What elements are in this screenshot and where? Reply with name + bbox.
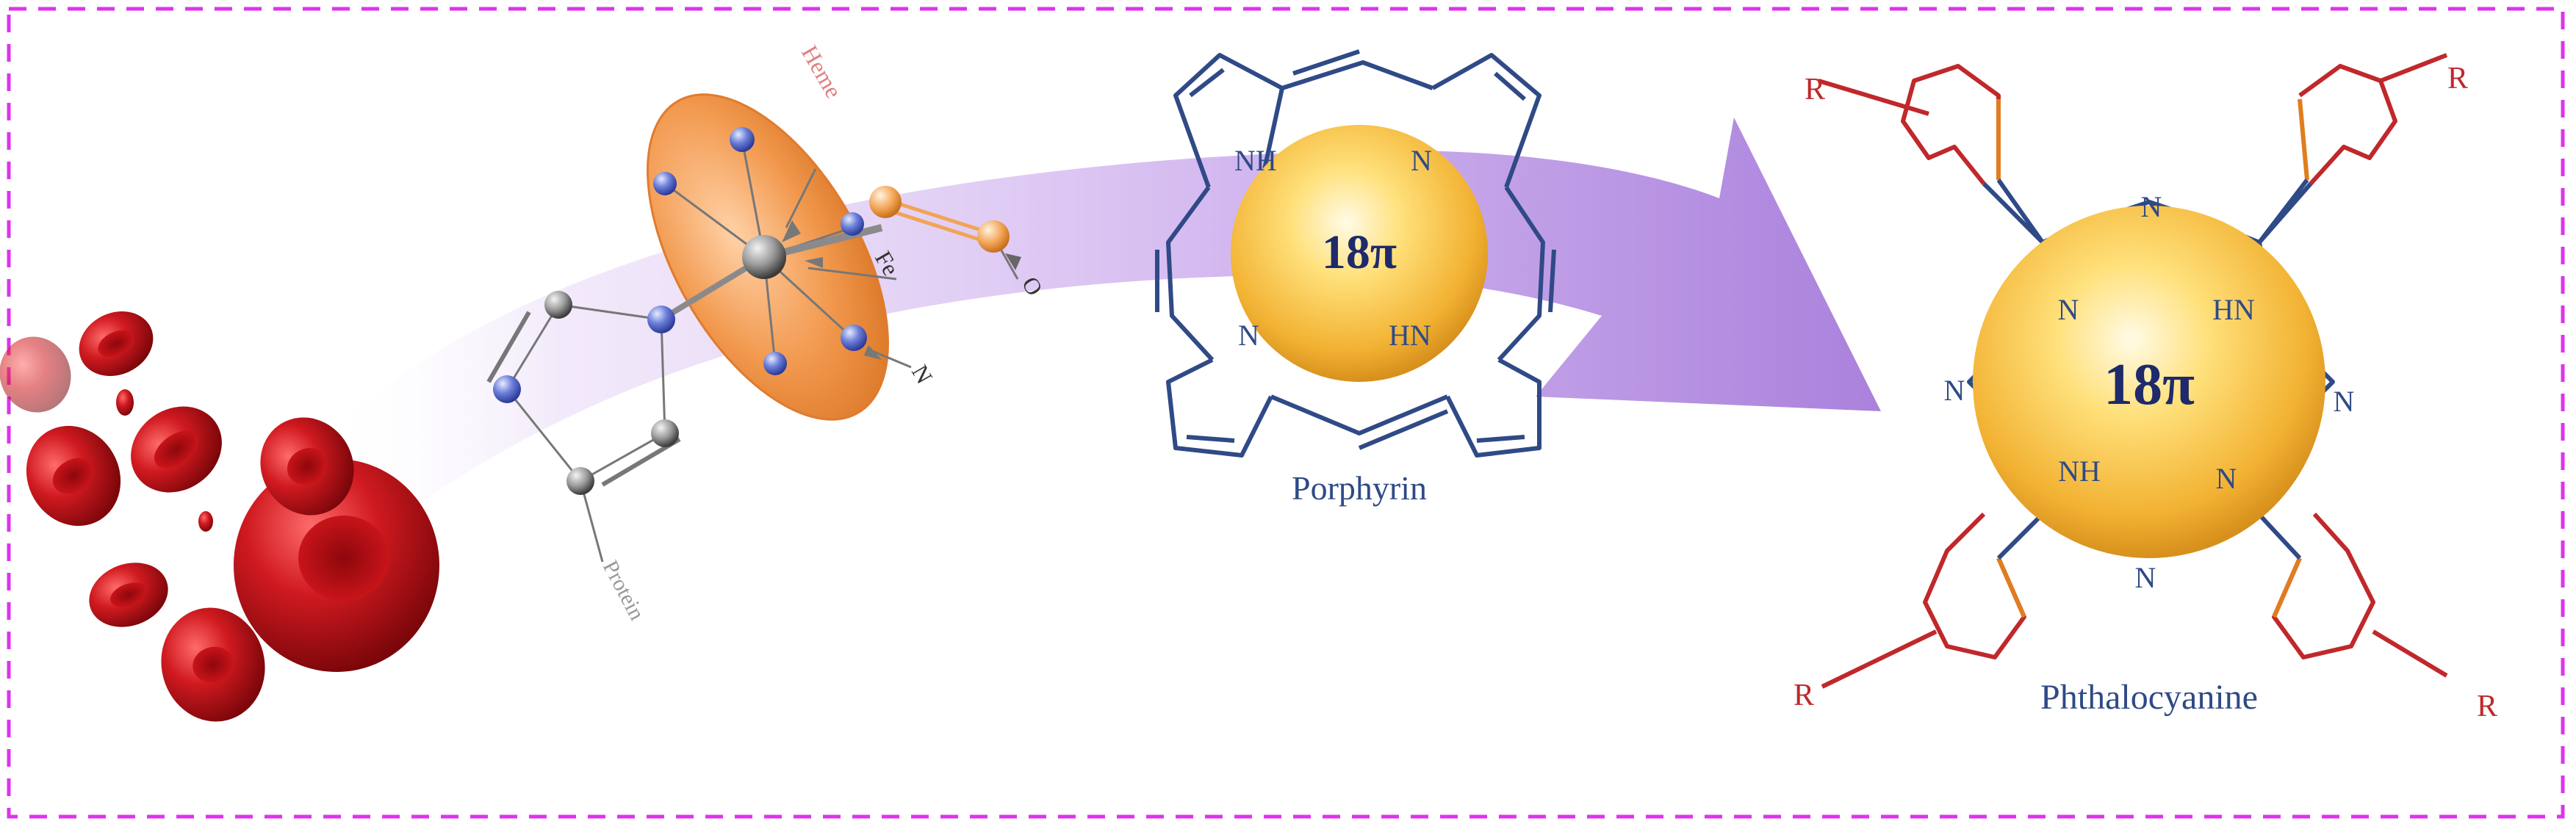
r-top-right: R xyxy=(2447,62,2468,95)
porphyrin-nh: NH xyxy=(1234,144,1277,177)
pc-n-bottom: N xyxy=(2135,561,2156,594)
porphyrin-sphere xyxy=(1231,125,1488,382)
pc-n-right: N xyxy=(2334,385,2355,418)
curved-arrow-icon xyxy=(323,118,1881,543)
r-bottom-left: R xyxy=(1794,679,1814,712)
phthalocyanine-pi: 18π xyxy=(2104,353,2195,417)
r-top-left: R xyxy=(1805,73,1825,106)
porphyrin-n-top: N xyxy=(1411,144,1432,177)
protein-label: Protein xyxy=(598,557,650,624)
porphyrin-structure: NH N N HN 18π Porphyrin xyxy=(1155,49,1556,507)
porphyrin-n-bottom: N xyxy=(1238,319,1259,352)
porphyrin-label: Porphyrin xyxy=(1292,469,1427,507)
dashed-frame xyxy=(7,7,2565,819)
phthalocyanine-label: Phthalocyanine xyxy=(2040,678,2258,717)
r-bottom-right: R xyxy=(2477,690,2497,723)
pc-n-upper-left: N xyxy=(2058,293,2079,326)
porphyrin-hn: HN xyxy=(1389,319,1431,352)
phthalocyanine-structure: N N HN N N NH N N 18π R R R R Phthalocya… xyxy=(1794,53,2497,723)
pc-n-top: N xyxy=(2141,190,2162,223)
heme-label: Heme xyxy=(796,41,847,103)
n-label: N xyxy=(907,361,938,388)
pc-n-lower-right: N xyxy=(2216,462,2237,495)
pc-n-left: N xyxy=(1944,374,1965,407)
phthalocyanine-sphere xyxy=(1973,206,2325,558)
pc-hn: HN xyxy=(2212,293,2255,326)
red-blood-cells-icon xyxy=(0,311,439,722)
porphyrin-pi: 18π xyxy=(1322,225,1397,279)
pc-nh: NH xyxy=(2058,455,2101,488)
